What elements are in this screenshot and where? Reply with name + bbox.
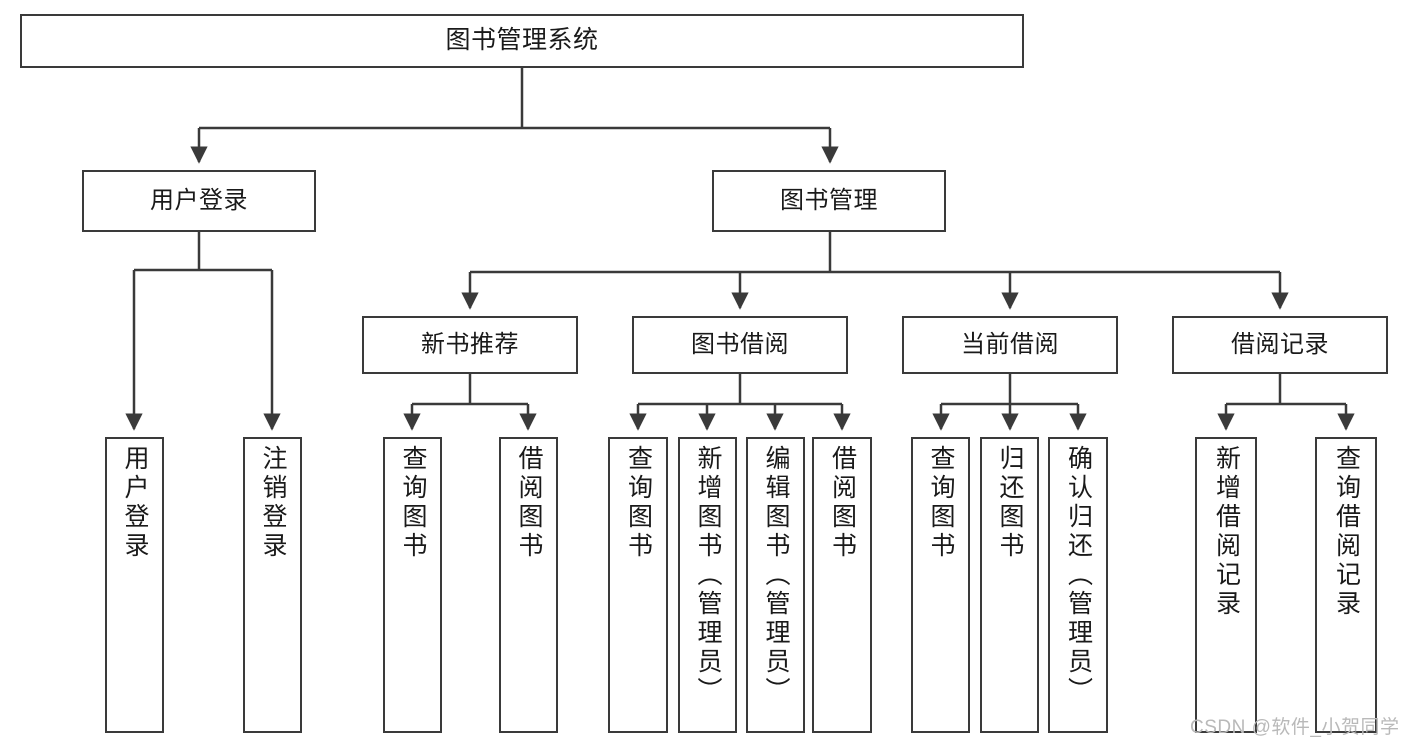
node-leaf-borrow-book-1-label: 借阅图书 <box>515 445 543 561</box>
node-user-login-label: 用户登录 <box>150 186 248 214</box>
node-current-borrow[interactable]: 当前借阅 <box>902 316 1118 374</box>
node-leaf-add-book-label: 新增图书（管理员） <box>694 445 722 706</box>
node-root-label: 图书管理系统 <box>445 26 599 55</box>
node-leaf-add-record[interactable]: 新增借阅记录 <box>1195 437 1257 733</box>
node-root[interactable]: 图书管理系统 <box>20 14 1024 68</box>
node-leaf-user-logout-label: 注销登录 <box>259 445 287 561</box>
node-leaf-edit-book-label: 编辑图书（管理员） <box>762 445 790 706</box>
node-leaf-query-record[interactable]: 查询借阅记录 <box>1315 437 1377 733</box>
node-leaf-query-book-3[interactable]: 查询图书 <box>911 437 970 733</box>
node-leaf-confirm-return[interactable]: 确认归还（管理员） <box>1048 437 1108 733</box>
node-book-borrow[interactable]: 图书借阅 <box>632 316 848 374</box>
node-book-borrow-label: 图书借阅 <box>691 330 789 358</box>
node-leaf-borrow-book-2[interactable]: 借阅图书 <box>812 437 872 733</box>
node-leaf-user-login[interactable]: 用户登录 <box>105 437 164 733</box>
node-leaf-return-book-label: 归还图书 <box>996 445 1024 561</box>
node-user-login[interactable]: 用户登录 <box>82 170 316 232</box>
node-leaf-query-book-2[interactable]: 查询图书 <box>608 437 668 733</box>
node-leaf-user-logout[interactable]: 注销登录 <box>243 437 302 733</box>
node-leaf-query-book-1[interactable]: 查询图书 <box>383 437 442 733</box>
node-current-borrow-label: 当前借阅 <box>961 330 1059 358</box>
node-leaf-add-record-label: 新增借阅记录 <box>1212 445 1241 619</box>
node-leaf-query-book-2-label: 查询图书 <box>624 445 653 561</box>
node-leaf-confirm-return-label: 确认归还（管理员） <box>1064 445 1093 706</box>
node-book-manage-label: 图书管理 <box>780 186 878 214</box>
node-leaf-return-book[interactable]: 归还图书 <box>980 437 1039 733</box>
node-leaf-query-book-1-label: 查询图书 <box>399 445 427 561</box>
node-leaf-borrow-book-2-label: 借阅图书 <box>828 445 857 561</box>
node-leaf-query-book-3-label: 查询图书 <box>927 445 955 561</box>
node-leaf-borrow-book-1[interactable]: 借阅图书 <box>499 437 558 733</box>
node-borrow-record[interactable]: 借阅记录 <box>1172 316 1388 374</box>
node-leaf-add-book[interactable]: 新增图书（管理员） <box>678 437 737 733</box>
node-borrow-record-label: 借阅记录 <box>1231 330 1329 358</box>
node-leaf-query-record-label: 查询借阅记录 <box>1332 445 1361 619</box>
node-book-manage[interactable]: 图书管理 <box>712 170 946 232</box>
node-new-book-rec[interactable]: 新书推荐 <box>362 316 578 374</box>
node-new-book-rec-label: 新书推荐 <box>421 330 519 358</box>
node-leaf-user-login-label: 用户登录 <box>121 445 149 561</box>
node-leaf-edit-book[interactable]: 编辑图书（管理员） <box>746 437 805 733</box>
